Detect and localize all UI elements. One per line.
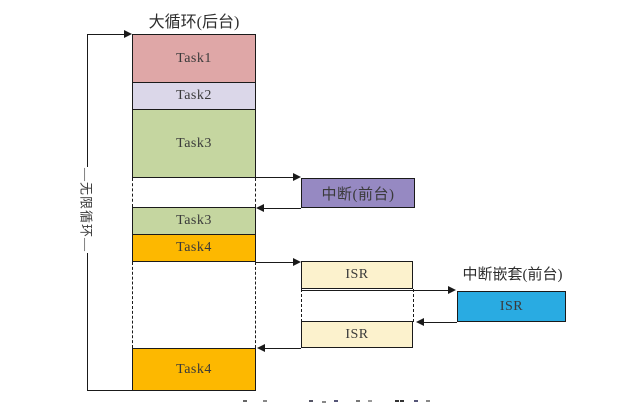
arrowhead-task3-to-interrupt-icon: [293, 173, 301, 181]
loop-bottom-line: [87, 390, 133, 391]
isr1-box: ISR: [301, 261, 413, 289]
arrow-interrupt-return: [260, 208, 301, 209]
infinite-loop-label: —无限循环—: [77, 166, 97, 254]
background-loop-title: 大循环(后台): [148, 14, 240, 31]
interrupt-foreground-box: 中断(前台): [301, 178, 415, 208]
isr-gap-left-dashed: [301, 289, 302, 322]
arrowhead-isr2-return-icon: [257, 344, 265, 352]
caption-fragment: [243, 400, 247, 402]
task3-box: Task3: [132, 109, 256, 178]
column-gap1-right-dashed: [255, 178, 256, 207]
isr-gap-right-dashed: [413, 289, 414, 322]
arrowhead-isr1-to-nested-icon: [448, 286, 456, 294]
column-gap1-left-dashed: [132, 178, 133, 207]
arrow-isr1-to-nested: [301, 290, 449, 291]
loop-top-arrowhead-icon: [124, 30, 132, 38]
arrow-nested-return: [424, 322, 457, 323]
arrow-task3-to-interrupt: [255, 177, 294, 178]
arrow-isr2-return: [265, 348, 301, 349]
arrow-task4-to-isr1: [255, 262, 294, 263]
nested-isr-box: ISR: [457, 291, 566, 322]
task1-box: Task1: [132, 34, 256, 83]
column-gap2-left-dashed: [132, 262, 133, 348]
arrowhead-interrupt-return-icon: [256, 204, 264, 212]
isr2-box: ISR: [301, 321, 413, 348]
task4-box: Task4: [132, 234, 256, 262]
nested-interrupt-title: 中断嵌套(前台): [462, 267, 563, 283]
arrowhead-nested-return-icon: [416, 318, 424, 326]
task4-resume-box: Task4: [132, 348, 256, 391]
task2-box: Task2: [132, 82, 256, 110]
column-gap2-right-dashed: [255, 262, 256, 348]
task3-resume-box: Task3: [132, 207, 256, 235]
arrowhead-task4-to-isr1-icon: [293, 258, 301, 266]
loop-top-line: [87, 34, 125, 35]
